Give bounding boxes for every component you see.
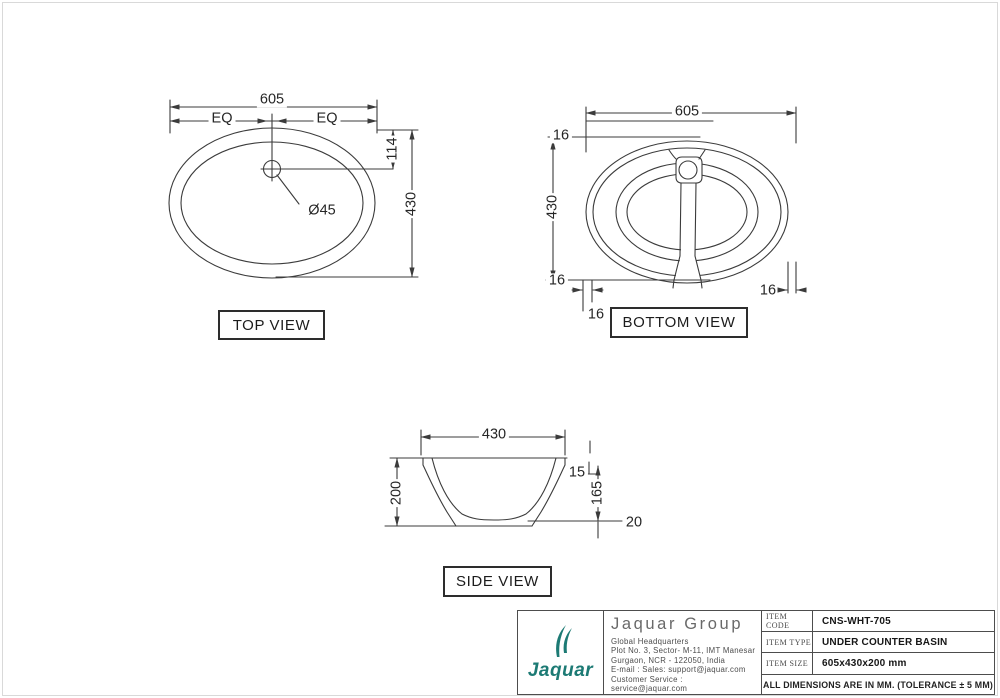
side-view-drawing — [385, 430, 622, 538]
address-line: Customer Service : service@jaquar.com — [611, 674, 688, 694]
dim-side-rim-depth: 15 — [565, 465, 589, 481]
dim-side-width: 430 — [478, 427, 510, 443]
dim-side-height: 200 — [388, 478, 405, 508]
jaquar-logo-icon — [555, 625, 572, 657]
item-size-value: 605x430x200 mm — [822, 658, 907, 669]
title-block-company-cell: Jaquar Group Global Headquarters Plot No… — [604, 611, 762, 694]
side-view-title: SIDE VIEW — [443, 566, 552, 597]
dim-top-eq-left: EQ — [208, 111, 236, 127]
item-code-value: CNS-WHT-705 — [822, 615, 891, 627]
bottom-view-title: BOTTOM VIEW — [610, 307, 748, 338]
dim-bottom-rim-gap: 16 — [587, 306, 605, 323]
dim-top-hole-offset: 114 — [384, 135, 401, 163]
title-block-logo-cell: Jaquar — [518, 611, 604, 694]
dim-top-eq-right: EQ — [313, 111, 341, 127]
address-line: E-mail : Sales: support@jaquar.com — [611, 665, 746, 675]
address-line: Global Headquarters — [611, 637, 689, 646]
top-view-drawing — [169, 100, 418, 278]
jaquar-wordmark: Jaquar — [527, 660, 594, 681]
address-line: Plot No. 3, Sector- M-11, IMT Manesar — [611, 646, 756, 656]
bottom-view-drawing — [546, 107, 807, 311]
dim-top-width: 605 — [256, 92, 288, 108]
dim-side-bowl-depth: 165 — [589, 478, 606, 508]
item-code-row: ITEM CODE CNS-WHT-705 — [762, 611, 994, 632]
dim-top-hole-diameter: Ø45 — [308, 202, 336, 219]
dim-top-height: 430 — [403, 189, 420, 219]
top-view-title: TOP VIEW — [218, 310, 325, 340]
dim-bottom-height: 430 — [544, 192, 561, 222]
company-name: Jaquar Group — [611, 615, 744, 633]
item-type-row: ITEM TYPE UNDER COUNTER BASIN — [762, 632, 994, 653]
dim-bottom-width: 605 — [671, 104, 703, 120]
dim-bottom-rim-top: 16 — [549, 128, 573, 144]
title-block: Jaquar Jaquar Group Global Headquarters … — [517, 610, 995, 695]
title-block-items: ITEM CODE CNS-WHT-705 ITEM TYPE UNDER CO… — [762, 611, 994, 694]
address-line: Gurgaon, NCR - 122050, India — [611, 655, 726, 665]
dim-side-base-height: 20 — [622, 515, 646, 531]
dim-bottom-rim-right: 16 — [759, 282, 777, 299]
item-code-label: ITEM CODE — [762, 611, 813, 631]
tolerance-note: ALL DIMENSIONS ARE IN MM. (TOLERANCE ± 5… — [763, 679, 993, 690]
item-type-value: UNDER COUNTER BASIN — [822, 636, 948, 648]
item-size-row: ITEM SIZE 605x430x200 mm — [762, 653, 994, 675]
item-size-label: ITEM SIZE — [762, 653, 813, 674]
dim-bottom-rim-bottom: 16 — [545, 273, 569, 289]
item-type-label: ITEM TYPE — [762, 632, 813, 652]
